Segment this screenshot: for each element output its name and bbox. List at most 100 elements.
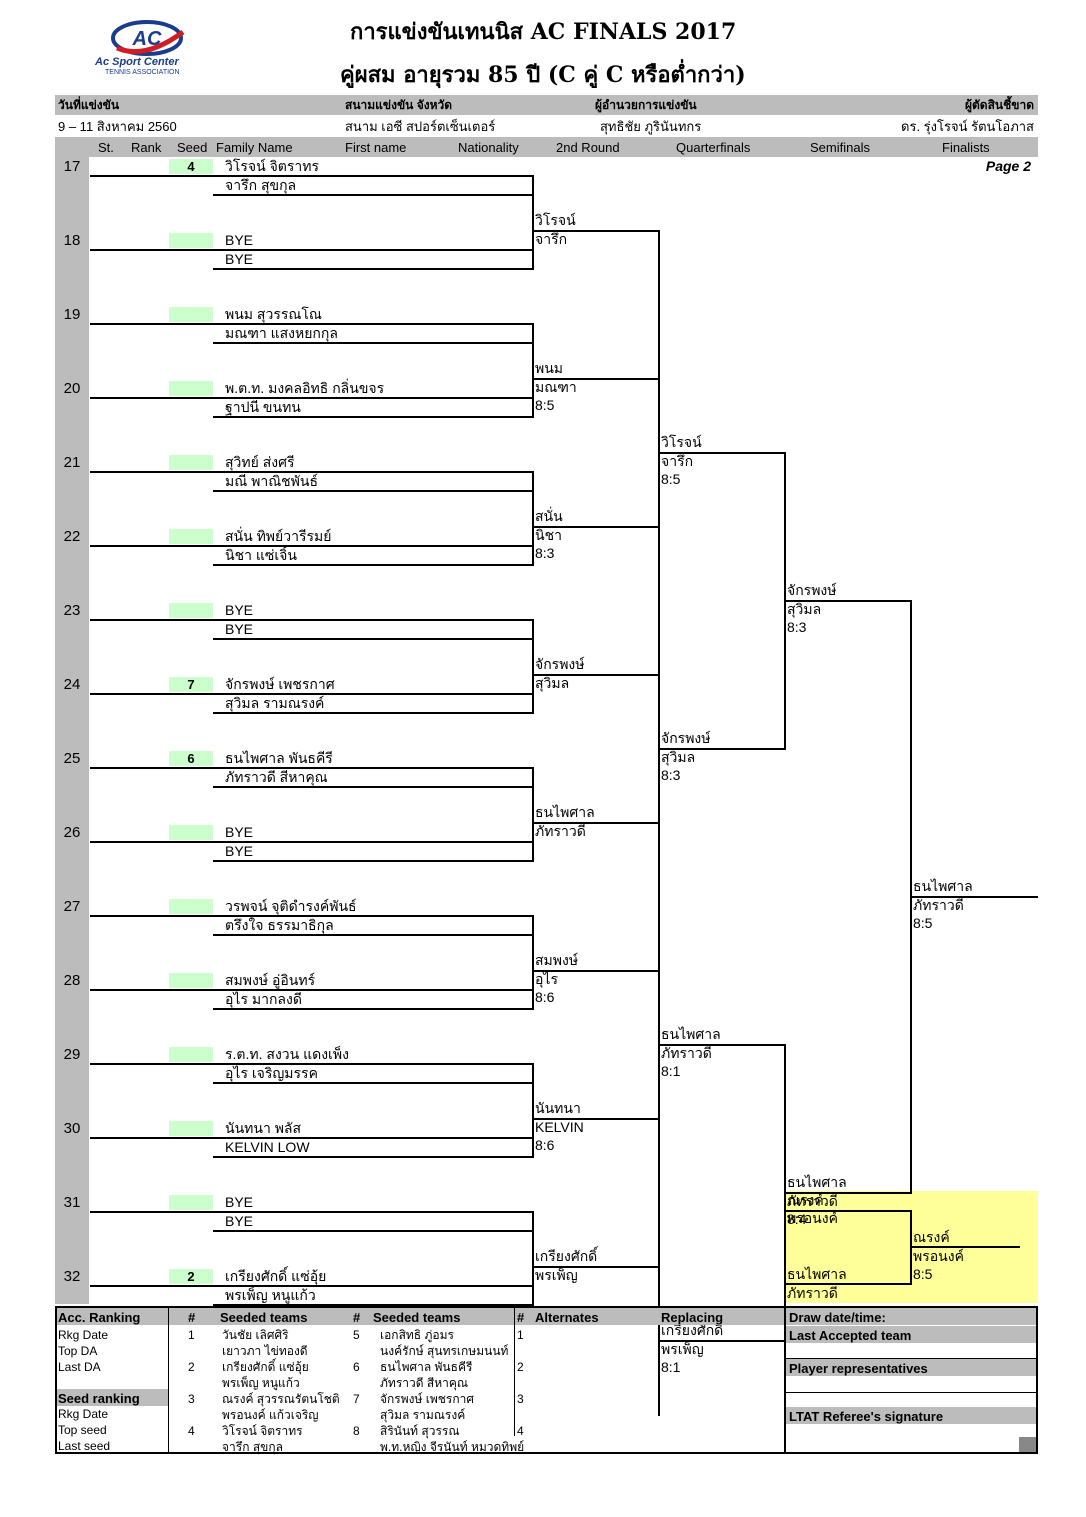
logo-letters: AC xyxy=(132,28,162,50)
seed-number: 3 xyxy=(188,1392,195,1406)
ltat-label: LTAT Referee's signature xyxy=(789,1409,944,1424)
draw-player2: ฐาปนี ขนทน xyxy=(225,399,301,415)
round2-name-b: ภัทราวดี xyxy=(535,823,586,839)
round2-name-b: มณฑา xyxy=(535,379,577,395)
semi-name-a: จักรพงษ์ xyxy=(787,582,837,598)
page-label: Page 2 xyxy=(985,158,1031,174)
draw-player2: BYE xyxy=(225,251,254,267)
draw-number: 27 xyxy=(63,898,81,915)
seed-player-b: พรเพ็ญ หนูแก้ว xyxy=(222,1376,300,1390)
draw-line-2 xyxy=(213,1156,532,1158)
seed-player-a: จักรพงษ์ เพชรกาศ xyxy=(380,1392,474,1406)
seed-player-a: ธนไพศาล พันธคีรี xyxy=(380,1360,473,1374)
round2-name-a: สมพงษ์ xyxy=(535,952,579,968)
alternate-number: 3 xyxy=(517,1392,524,1406)
footer-acc-row: Last DA xyxy=(58,1360,101,1374)
draw-player1: สุวิทย์ ส่งศรี xyxy=(225,454,295,470)
last-accepted-label: Last Accepted team xyxy=(789,1328,912,1343)
final-score: 8:5 xyxy=(913,915,933,931)
draw-player1: จักรพงษ์ เพชรกาศ xyxy=(225,676,335,692)
seed-player-b: พรอนงค์ แก้วเจริญ xyxy=(222,1408,319,1422)
round2-score: 8:3 xyxy=(535,545,555,561)
draw-line-1 xyxy=(90,989,532,991)
bracket-vline xyxy=(532,619,534,714)
seed-player-a: เอกสิทธิ ภู่อมร xyxy=(380,1328,454,1342)
footer-seed-row: Last seed xyxy=(58,1439,111,1453)
venue-value: สนาม เอซี สปอร์ตเซ็นเตอร์ xyxy=(345,119,496,134)
column-header-4: First name xyxy=(345,140,407,155)
left-gray-strip xyxy=(55,157,89,1304)
final-name-b: ภัทราวดี xyxy=(913,897,964,913)
draw-player1: วรพจน์ จุติดำรงค์พันธ์ xyxy=(225,898,357,914)
bracket-hline xyxy=(910,1246,1020,1248)
seed-player-b: สุวิมล รามณรงค์ xyxy=(380,1408,466,1422)
draw-line-1 xyxy=(90,175,532,177)
bracket-vline xyxy=(658,526,660,824)
quarter-name-b: สุวิมล xyxy=(661,749,696,765)
date-value: 9 – 11 สิงหาคม 2560 xyxy=(58,119,177,134)
footer-right-divider xyxy=(786,1358,1036,1359)
seed-badge xyxy=(169,455,213,470)
draw-number: 29 xyxy=(63,1046,81,1063)
draw-player1: ร.ต.ท. สงวน แดงเพ็ง xyxy=(225,1046,349,1062)
draw-player2: สุวิมล รามณรงค์ xyxy=(225,695,325,711)
draw-line-2 xyxy=(213,490,532,492)
draw-number: 28 xyxy=(63,972,81,989)
seed-badge xyxy=(169,1047,213,1062)
seed-number: 8 xyxy=(353,1424,360,1438)
draw-player2: จารึก สุขกุล xyxy=(225,177,297,193)
draw-player2: BYE xyxy=(225,1213,254,1229)
seed-badge xyxy=(169,307,213,322)
draw-line-2 xyxy=(213,1082,532,1084)
column-header-9: Finalists xyxy=(942,140,990,155)
draw-line-1 xyxy=(90,1137,532,1139)
draw-line-1 xyxy=(90,397,532,399)
draw-line-2 xyxy=(213,342,532,344)
date-label: วันที่แข่งขัน xyxy=(58,98,120,112)
bracket-vline xyxy=(532,1063,534,1158)
final-name-a: ธนไพศาล xyxy=(913,878,973,894)
alternate-number: 1 xyxy=(517,1328,524,1342)
draw-player2: ตรึงใจ ธรรมาธิกุล xyxy=(225,917,334,933)
seed-badge xyxy=(169,1195,213,1210)
semi-score: 8:4 xyxy=(787,1211,807,1227)
round2-name-a: วิโรจน์ xyxy=(535,212,576,228)
draw-line-1 xyxy=(90,693,532,695)
round2-name-b: KELVIN xyxy=(535,1119,584,1135)
third-p1a: ณรงค์ xyxy=(787,1192,824,1208)
seed-badge: 4 xyxy=(169,159,213,174)
footer-hash-2: # xyxy=(353,1310,361,1325)
semi-score: 8:3 xyxy=(787,619,807,635)
round2-name-b: อุไร xyxy=(535,971,558,987)
seed-number: 5 xyxy=(353,1328,360,1342)
column-header-2: Seed xyxy=(177,140,208,155)
bracket-hline xyxy=(532,378,658,380)
footer-replacing: Replacing xyxy=(661,1310,724,1325)
draw-player1: วิโรจน์ จิตราทร xyxy=(225,158,319,174)
draw-number: 26 xyxy=(63,824,81,841)
round2-name-b: สุวิมล xyxy=(535,675,570,691)
footer-hash-3: # xyxy=(517,1310,525,1325)
ltat-bar xyxy=(786,1407,1036,1424)
footer-seeded-1: Seeded teams xyxy=(220,1310,308,1325)
bracket-hline xyxy=(532,674,658,676)
draw-line-1 xyxy=(90,841,532,843)
footer-right-border xyxy=(1036,1306,1038,1454)
referee-label: ผู้ตัดสินชี้ขาด xyxy=(964,98,1034,112)
draw-player2: นิชา แซ่เจิ้น xyxy=(225,547,297,563)
draw-player1: พนม สุวรรณโณ xyxy=(225,306,322,322)
bracket-vline xyxy=(532,175,534,270)
round2-name-a: พนม xyxy=(535,360,564,376)
bracket-vline xyxy=(658,1118,660,1416)
draw-line-2 xyxy=(213,564,532,566)
footer-seed-ranking: Seed ranking xyxy=(58,1391,140,1406)
draw-line-1 xyxy=(90,1285,532,1287)
seed-player-a: สิรินันท์ สุวรรณ xyxy=(380,1424,460,1438)
seed-badge xyxy=(169,233,213,248)
draw-player1: BYE xyxy=(225,1194,254,1210)
bracket-hline xyxy=(532,1266,658,1268)
player-reps-bar xyxy=(786,1359,1036,1376)
footer-alt-border xyxy=(514,1306,515,1436)
bracket-hline xyxy=(532,822,658,824)
third-winner-a: ณรงค์ xyxy=(913,1229,950,1245)
